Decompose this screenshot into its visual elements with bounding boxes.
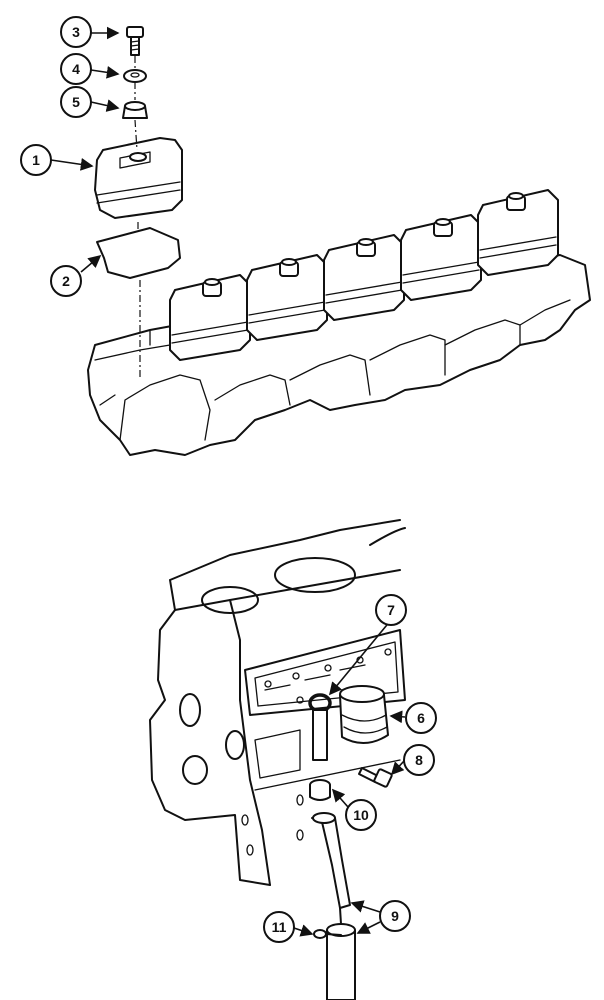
washer-part <box>123 69 147 83</box>
oil-tube <box>312 709 328 761</box>
cylinder-head-assembly <box>87 26 591 456</box>
svg-text:4: 4 <box>72 61 80 77</box>
callout-9: 9 <box>379 900 411 932</box>
gasket-part <box>96 227 181 279</box>
svg-text:7: 7 <box>387 602 395 618</box>
svg-text:8: 8 <box>415 752 423 768</box>
rocker-cover-installed <box>400 214 482 301</box>
bolt-part <box>126 26 144 56</box>
oil-filter-housing <box>339 685 389 744</box>
banjo-bolt-part <box>358 767 393 788</box>
engine-block-assembly <box>149 519 406 886</box>
svg-text:6: 6 <box>417 710 425 726</box>
rocker-cover-installed <box>477 189 559 276</box>
callout-8: 8 <box>403 744 435 776</box>
svg-text:2: 2 <box>62 273 70 289</box>
svg-text:11: 11 <box>272 919 287 935</box>
svg-text:1: 1 <box>32 152 40 168</box>
callout-11: 11 <box>263 911 295 943</box>
callout-7: 7 <box>375 594 407 626</box>
callout-5: 5 <box>60 86 92 118</box>
clamp-part <box>309 779 331 801</box>
rocker-cover-installed <box>169 274 251 361</box>
hose-clamp-part <box>313 929 342 939</box>
breather-tube <box>311 812 356 1000</box>
callout-6: 6 <box>405 702 437 734</box>
callout-4: 4 <box>60 53 92 85</box>
callout-1: 1 <box>20 144 52 176</box>
rocker-cover-part <box>94 137 183 219</box>
svg-text:5: 5 <box>72 94 80 110</box>
svg-text:10: 10 <box>353 807 369 823</box>
callout-3: 3 <box>60 16 92 48</box>
callout-2: 2 <box>50 265 82 297</box>
callout-10: 10 <box>345 799 377 831</box>
svg-text:3: 3 <box>72 24 80 40</box>
svg-text:9: 9 <box>391 908 399 924</box>
callout-group: 1 2 3 4 5 6 7 8 <box>20 16 437 943</box>
rocker-cover-installed <box>246 254 328 341</box>
grommet-part <box>122 101 148 119</box>
rocker-cover-installed <box>323 234 405 321</box>
